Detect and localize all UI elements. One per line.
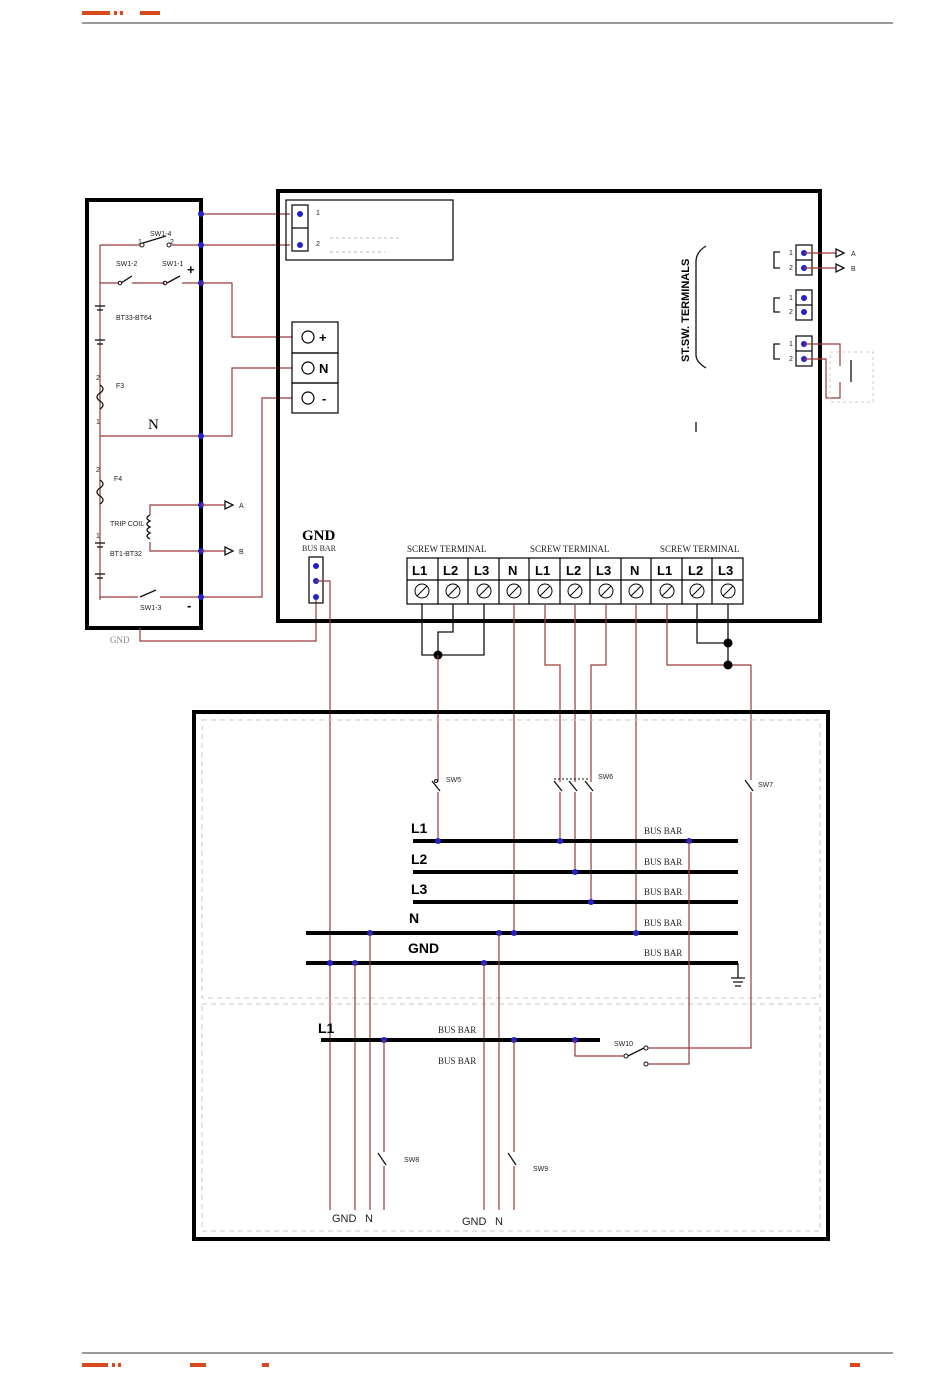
sw6-label: SW6 bbox=[598, 774, 613, 781]
gnd-bus-bar-label: BUS BAR bbox=[302, 544, 337, 553]
connector-pin-2: 2 bbox=[316, 241, 320, 248]
block3-pin-2: 2 bbox=[789, 356, 793, 363]
lower-bus-bar-label-2: BUS BAR bbox=[438, 1056, 476, 1066]
terminal-label-3: N bbox=[508, 563, 517, 578]
fuse-top-pin-b: 1 bbox=[96, 419, 100, 426]
block1-pin-1: 1 bbox=[789, 250, 793, 257]
terminal-label-5: L2 bbox=[566, 563, 581, 578]
sw9-label: SW9 bbox=[533, 1166, 548, 1173]
gnd-title: GND bbox=[302, 528, 336, 544]
block3-pin-1: 1 bbox=[789, 341, 793, 348]
lower-bar-label: L1 bbox=[318, 1020, 335, 1036]
fuse-top-pin-a: 2 bbox=[96, 375, 100, 382]
sw1-3-label: SW1-3 bbox=[140, 605, 162, 612]
battery-bottom-label: BT1-BT32 bbox=[110, 551, 142, 558]
terminal-label-0: L1 bbox=[412, 563, 427, 578]
minus-label: - bbox=[187, 598, 191, 613]
terminal-label-8: L1 bbox=[657, 563, 672, 578]
bus-bar-label-3: BUS BAR bbox=[644, 887, 682, 897]
sw7-label: SW7 bbox=[758, 782, 773, 789]
battery-top-label: BT33-BT64 bbox=[116, 315, 152, 322]
plus-label: + bbox=[187, 262, 195, 277]
connector-pin-1: 1 bbox=[316, 210, 320, 217]
bar-label-l2: L2 bbox=[411, 851, 428, 867]
terminal-label-6: L3 bbox=[596, 563, 611, 578]
terminal-label-7: N bbox=[630, 563, 639, 578]
distribution-panel: SW5 SW6 SW7 L1 L2 L3 N GND BUS BAR BUS B… bbox=[192, 710, 830, 1241]
terminal-label-10: L3 bbox=[718, 563, 733, 578]
page-footer bbox=[82, 1352, 893, 1367]
screw-terminal-3: SCREW TERMINAL bbox=[660, 544, 739, 554]
terminal-label-1: L2 bbox=[443, 563, 458, 578]
trip-coil-label: TRIP COIL bbox=[110, 521, 144, 528]
main-panel: 1 2 + N - ST.SW. TERMINALS 1 2 A bbox=[276, 189, 874, 623]
gnd-bottom-label: GND bbox=[110, 635, 130, 645]
right-out-a: A bbox=[851, 251, 856, 258]
fuse-bottom-pin-b: 1 bbox=[96, 533, 100, 540]
fuse-bottom-label: F4 bbox=[114, 476, 122, 483]
sw1-1-label: SW1-1 bbox=[162, 261, 184, 268]
right-out-b: B bbox=[851, 266, 856, 273]
block1-pin-2: 2 bbox=[789, 265, 793, 272]
terminal-label-4: L1 bbox=[535, 563, 550, 578]
sw10-label: SW10 bbox=[614, 1041, 633, 1048]
bus-bar-label-1: BUS BAR bbox=[644, 826, 682, 836]
sw1-4-pin-a: 1 bbox=[138, 239, 142, 246]
left-out-b: B bbox=[239, 549, 244, 556]
fuse-bottom-pin-a: 2 bbox=[96, 467, 100, 474]
right-pin-block-2: 1 2 bbox=[773, 289, 813, 321]
block2-pin-1: 1 bbox=[789, 295, 793, 302]
page-header bbox=[82, 11, 893, 24]
sw1-2-label: SW1-2 bbox=[116, 261, 138, 268]
battery-panel: SW1-4 1 2 SW1-2 SW1-1 + BT33-BT64 2 1 F3… bbox=[85, 198, 317, 645]
terminal-label-9: L2 bbox=[688, 563, 703, 578]
bottom-n-2: N bbox=[495, 1216, 503, 1228]
neutral-label: N bbox=[148, 417, 159, 433]
block2-pin-2: 2 bbox=[789, 309, 793, 316]
interconnect-wires bbox=[316, 580, 752, 1210]
bus-bar-label-4: BUS BAR bbox=[644, 918, 682, 928]
bar-label-l3: L3 bbox=[411, 881, 428, 897]
right-pin-block-3: 1 2 bbox=[773, 335, 874, 403]
supply-plus: + bbox=[319, 330, 327, 345]
bar-label-l1: L1 bbox=[411, 820, 428, 836]
sw5-label: SW5 bbox=[446, 777, 461, 784]
bar-label-n: N bbox=[409, 910, 419, 926]
bottom-gnd-2: GND bbox=[462, 1216, 487, 1228]
right-pin-block-1: 1 2 A B bbox=[773, 244, 856, 276]
fuse-top-label: F3 bbox=[116, 383, 124, 390]
screw-terminal-1: SCREW TERMINAL bbox=[407, 544, 486, 554]
bottom-gnd-1: GND bbox=[332, 1213, 357, 1225]
bar-label-gnd: GND bbox=[408, 940, 439, 956]
screw-terminal-strip: L1 L2 L3 N L1 L2 L3 N L1 L2 L3 bbox=[406, 557, 744, 605]
supply-n: N bbox=[319, 361, 328, 376]
sw1-4-label: SW1-4 bbox=[150, 231, 172, 238]
left-out-a: A bbox=[239, 503, 244, 510]
st-sw-terminals-label: ST.SW. TERMINALS bbox=[680, 259, 692, 362]
bottom-n-1: N bbox=[365, 1213, 373, 1225]
bus-bar-label-5: BUS BAR bbox=[644, 948, 682, 958]
bus-bar-label-2: BUS BAR bbox=[644, 857, 682, 867]
sw8-label: SW8 bbox=[404, 1157, 419, 1164]
lower-bus-bar-label-1: BUS BAR bbox=[438, 1025, 476, 1035]
terminal-label-2: L3 bbox=[474, 563, 489, 578]
screw-terminal-2: SCREW TERMINAL bbox=[530, 544, 609, 554]
supply-minus: - bbox=[322, 391, 326, 406]
sw1-4-pin-b: 2 bbox=[170, 239, 174, 246]
